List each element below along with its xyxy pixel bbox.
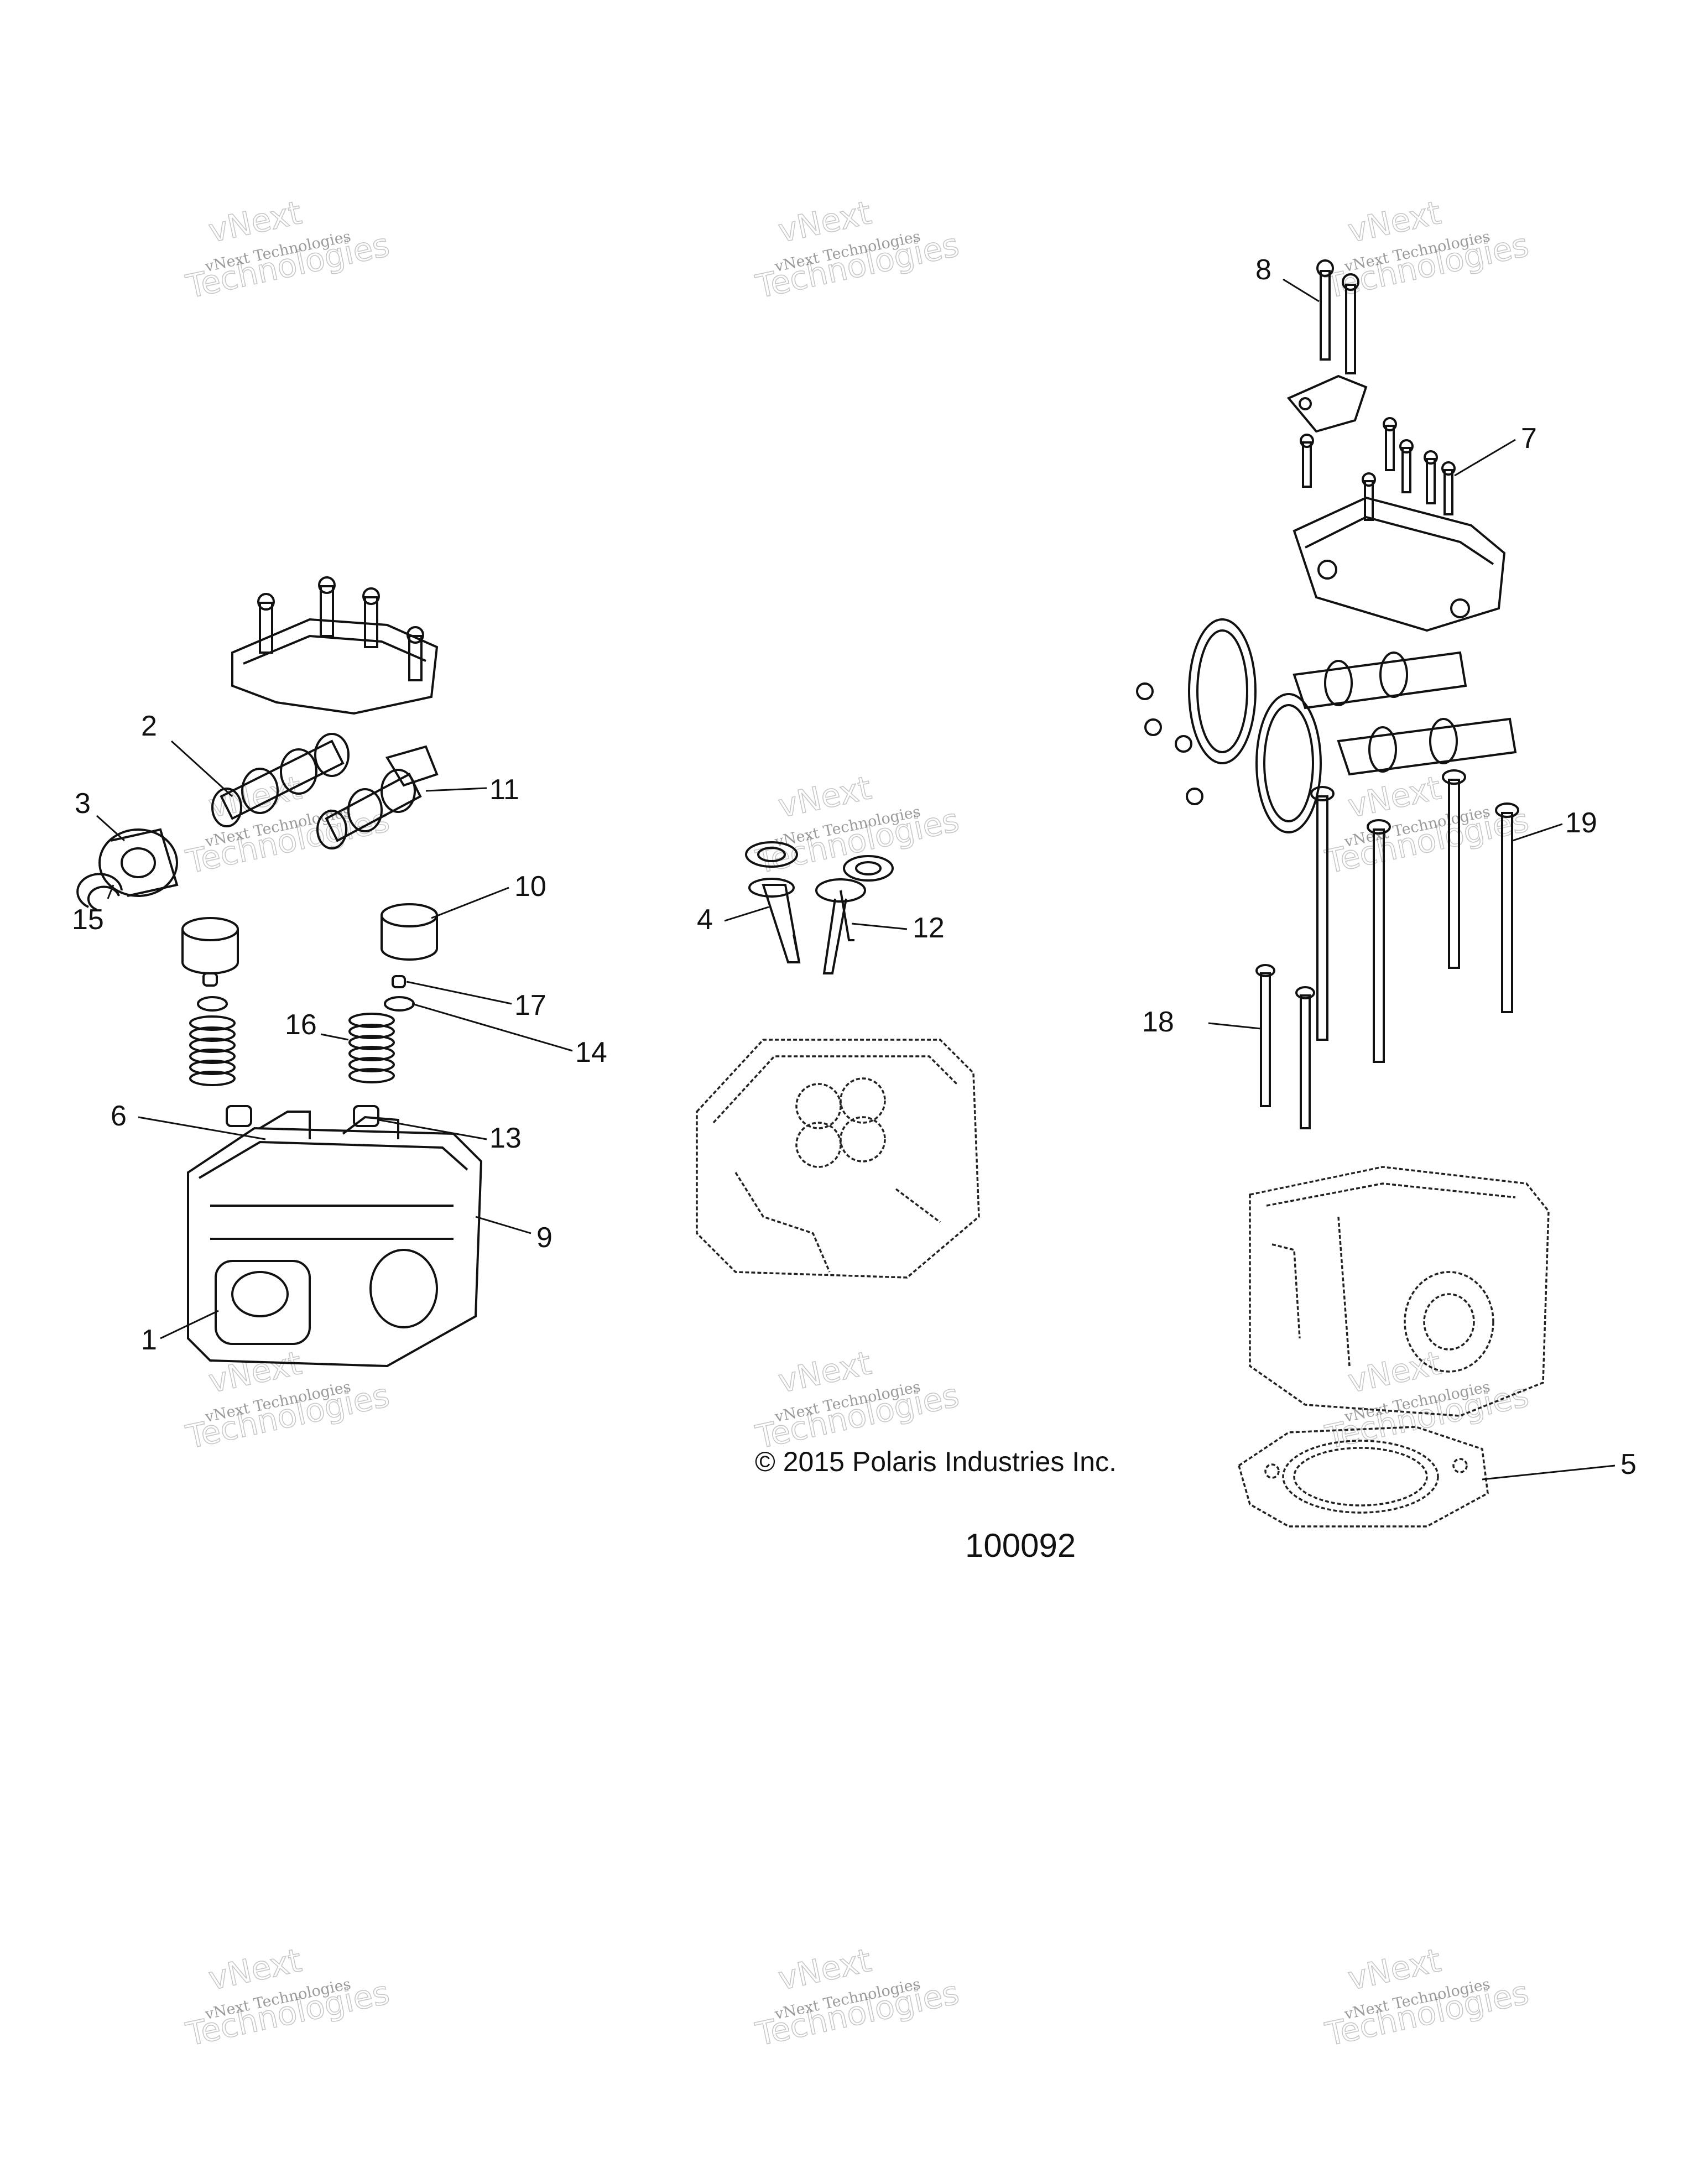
valve-tappet <box>381 903 438 961</box>
callout-17: 17 <box>514 989 546 1021</box>
camshaft-tensioner-bracket <box>1286 374 1368 433</box>
callout-7: 7 <box>1521 423 1537 455</box>
callout-19: 19 <box>1565 807 1597 839</box>
watermark: vNext Technologies vNext Technologies <box>182 193 393 306</box>
camshaft-carrier <box>1293 496 1506 632</box>
cylinder-head-gasket <box>1237 1426 1489 1528</box>
leader-lines <box>96 278 1615 1481</box>
camshaft-sprocket <box>1188 618 1322 833</box>
watermark: vNext Technologies vNext Technologies <box>752 1941 962 2053</box>
camshaft-cap-assembly <box>231 576 439 715</box>
callout-15: 15 <box>72 904 104 936</box>
callout-5: 5 <box>1620 1448 1637 1481</box>
watermark: vNext Technologies vNext Technologies <box>752 1343 962 1456</box>
cam-chain-guide-bolts <box>1316 259 1359 374</box>
head-bolts <box>1310 769 1519 1063</box>
callout-11: 11 <box>489 774 519 806</box>
cylinder-head-underside <box>696 1039 980 1279</box>
callout-2: 2 <box>141 710 157 742</box>
cylinder-head <box>187 1111 483 1368</box>
watermark: vNext Technologies vNext Technologies <box>182 1343 393 1456</box>
callout-12: 12 <box>913 912 945 944</box>
copyright-notice: © 2015 Polaris Industries Inc. <box>755 1446 1117 1477</box>
callout-16: 16 <box>285 1009 317 1041</box>
watermark: vNext Technologies vNext Technologies <box>1321 1941 1532 2053</box>
callout-9: 9 <box>536 1222 553 1254</box>
valve-keeper <box>202 972 406 988</box>
decompressor <box>98 828 179 897</box>
callout-6: 6 <box>111 1100 127 1132</box>
callout-4: 4 <box>697 904 713 936</box>
intake-valve <box>745 841 801 963</box>
cam-cap-bolts <box>1300 417 1456 521</box>
camshafts-right <box>1293 651 1517 776</box>
cylinder-head-right <box>1249 1166 1550 1417</box>
watermark: vNext Technologies vNext Technologies <box>1321 1343 1532 1456</box>
intake-camshaft <box>211 733 350 827</box>
exhaust-valve <box>815 855 894 974</box>
figure-number: 100092 <box>965 1527 1076 1564</box>
sprocket-bolts <box>1136 682 1203 805</box>
watermark: vNext Technologies vNext Technologies <box>752 193 962 306</box>
circlip <box>76 873 123 911</box>
exhaust-camshaft <box>316 745 439 849</box>
callout-3: 3 <box>75 788 91 820</box>
valve-spring <box>348 1013 395 1083</box>
callout-1: 1 <box>141 1324 157 1356</box>
valve-tappet <box>181 917 239 974</box>
callout-14: 14 <box>575 1036 607 1068</box>
callout-18: 18 <box>1142 1006 1174 1038</box>
watermark: vNext Technologies vNext Technologies <box>1321 768 1532 881</box>
valve-stem-seal <box>226 1105 379 1127</box>
watermark: vNext Technologies vNext Technologies <box>182 1941 393 2053</box>
callout-8: 8 <box>1255 254 1271 286</box>
callout-13: 13 <box>489 1122 522 1154</box>
callout-10: 10 <box>514 871 546 903</box>
valve-spring <box>189 1015 236 1086</box>
cylinder-head-bolts-short <box>1255 964 1315 1129</box>
